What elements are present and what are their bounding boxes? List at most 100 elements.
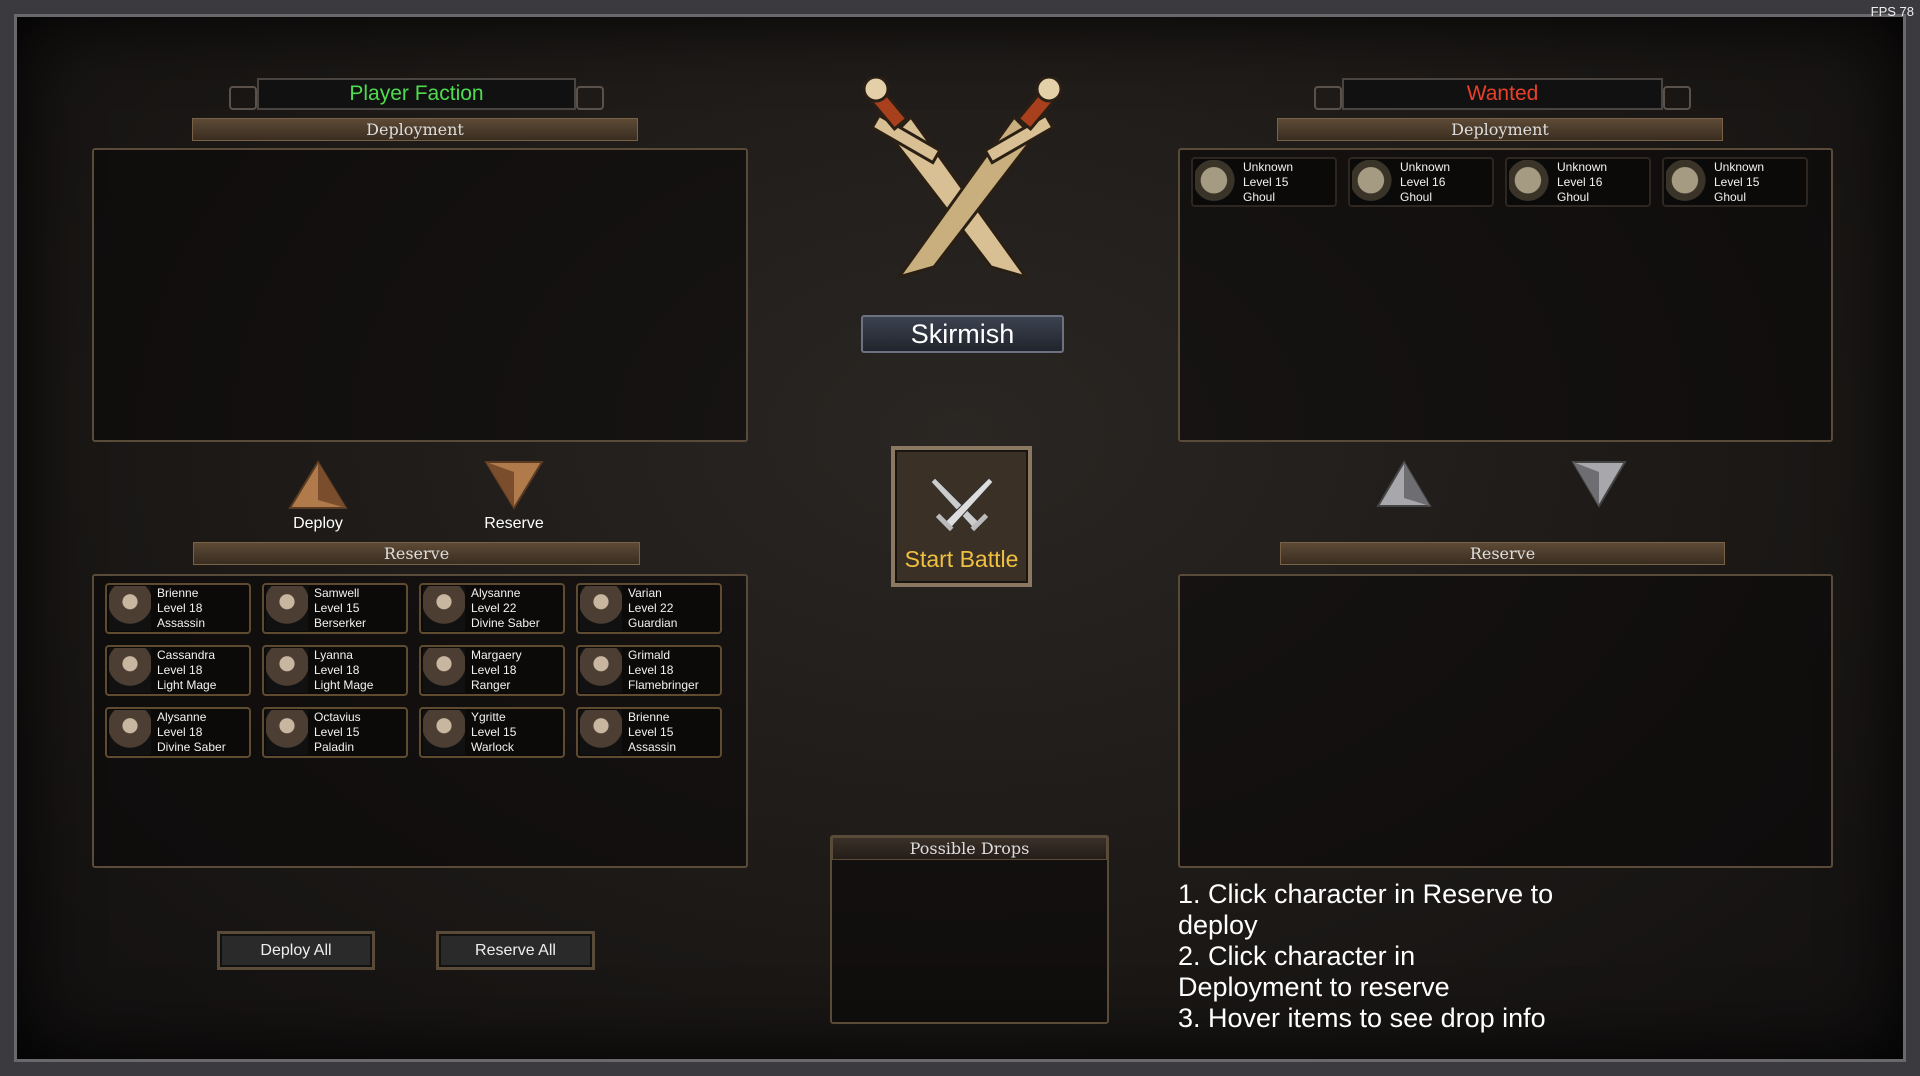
character-portrait — [109, 710, 151, 755]
character-portrait — [580, 586, 622, 631]
character-level: Level 15 — [1714, 174, 1760, 189]
instructions: 1. Click character in Reserve to deploy … — [1178, 879, 1598, 1034]
enemy-reserve-arrow-icon — [1571, 461, 1627, 508]
wanted-title: Wanted — [1314, 78, 1691, 110]
reserve-button[interactable]: Reserve — [464, 458, 564, 533]
character-portrait — [423, 648, 465, 693]
instruction-line: deploy — [1178, 910, 1258, 940]
character-level: Level 15 — [314, 725, 360, 739]
character-class: Paladin — [314, 740, 355, 754]
instruction-line: 1. Click character in Reserve to — [1178, 879, 1554, 909]
player-faction-title: Player Faction — [229, 78, 604, 110]
deploy-button[interactable]: Deploy — [268, 458, 368, 533]
character-name: Cassandra — [157, 648, 216, 662]
character-portrait — [1666, 159, 1708, 205]
character-name: Grimald — [628, 648, 671, 662]
player-deployment-area[interactable] — [92, 148, 748, 442]
reserve-all-button[interactable]: Reserve All — [436, 931, 595, 970]
character-name: Brienne — [157, 586, 199, 600]
character-class: Warlock — [471, 740, 514, 754]
character-level: Level 18 — [471, 663, 517, 677]
character-class: Flamebringer — [628, 678, 699, 692]
deploy-label: Deploy — [293, 515, 343, 532]
character-class: Ghoul — [1400, 189, 1433, 204]
character-name: Varian — [628, 586, 662, 600]
character-name: Brienne — [628, 710, 670, 724]
character-name: Alysanne — [157, 710, 207, 724]
reserve-label: Reserve — [484, 515, 544, 532]
enemy-reserve-header: Reserve — [1280, 542, 1725, 565]
character-class: Light Mage — [157, 678, 217, 692]
deploy-arrow-icon — [288, 460, 348, 509]
enemy-deploy-arrow-icon — [1376, 460, 1432, 507]
character-level: Level 18 — [157, 663, 203, 677]
crossed-swords-emblem-icon — [862, 77, 1063, 280]
character-level: Level 15 — [628, 725, 674, 739]
character-class: Divine Saber — [471, 616, 540, 630]
enemy-deployment-header: Deployment — [1277, 118, 1723, 141]
start-battle-label: Start Battle — [904, 546, 1019, 572]
character-level: Level 22 — [628, 601, 674, 615]
character-portrait — [109, 586, 151, 631]
character-name: Octavius — [314, 710, 361, 724]
character-portrait — [266, 586, 308, 631]
character-level: Level 18 — [157, 725, 203, 739]
character-name: Margaery — [471, 648, 522, 662]
start-battle-button[interactable]: Start Battle — [891, 446, 1032, 587]
character-name: Ygritte — [471, 710, 506, 724]
character-level: Level 15 — [471, 725, 517, 739]
reserve-arrow-icon — [484, 461, 544, 510]
character-portrait — [109, 648, 151, 693]
character-level: Level 18 — [314, 663, 360, 677]
character-portrait — [266, 648, 308, 693]
character-portrait — [423, 586, 465, 631]
character-class: Ghoul — [1243, 189, 1276, 204]
battle-mode-label: Skirmish — [861, 315, 1064, 353]
character-class: Ghoul — [1714, 189, 1747, 204]
character-name: Unknown — [1243, 159, 1294, 174]
character-portrait — [266, 710, 308, 755]
enemy-reserve-area — [1178, 574, 1833, 868]
instruction-line: 3. Hover items to see drop info — [1178, 1003, 1546, 1033]
character-level: Level 15 — [314, 601, 360, 615]
possible-drops-panel: Possible Drops — [830, 835, 1109, 1024]
fps-counter: FPS 78 — [1870, 4, 1914, 19]
character-class: Guardian — [628, 616, 678, 630]
character-level: Level 16 — [1557, 174, 1603, 189]
character-class: Assassin — [157, 616, 206, 630]
player-deployment-header: Deployment — [192, 118, 638, 141]
character-level: Level 18 — [157, 601, 203, 615]
possible-drops-header: Possible Drops — [832, 837, 1107, 860]
character-portrait — [580, 648, 622, 693]
character-name: Alysanne — [471, 586, 521, 600]
instruction-line: 2. Click character in — [1178, 941, 1416, 971]
character-portrait — [423, 710, 465, 755]
character-portrait — [1509, 159, 1551, 205]
character-class: Assassin — [628, 740, 677, 754]
character-level: Level 18 — [628, 663, 674, 677]
character-class: Ranger — [471, 678, 511, 692]
deploy-all-button[interactable]: Deploy All — [217, 931, 375, 970]
character-portrait — [1195, 159, 1237, 205]
character-class: Ghoul — [1557, 189, 1590, 204]
character-class: Divine Saber — [157, 740, 226, 754]
character-level: Level 16 — [1400, 174, 1446, 189]
player-reserve-header: Reserve — [193, 542, 640, 565]
character-name: Unknown — [1400, 159, 1451, 174]
